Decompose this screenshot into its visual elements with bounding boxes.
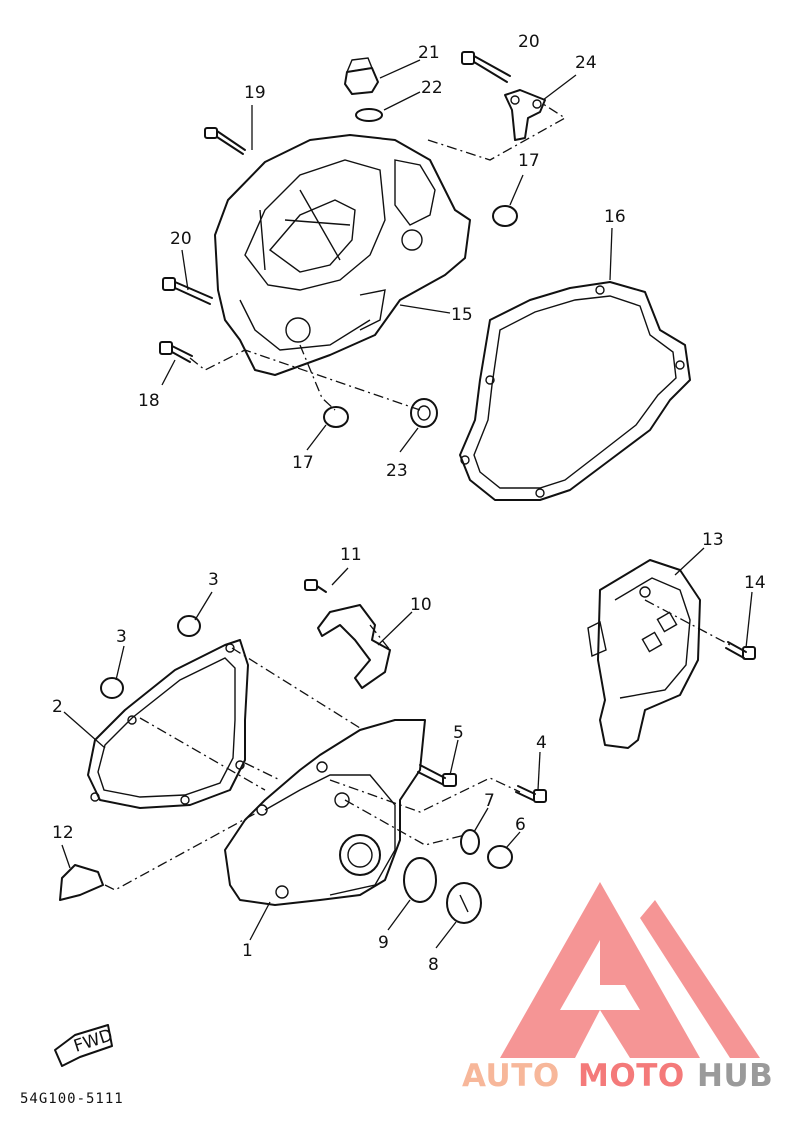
callout-23: 23 [386, 461, 408, 481]
callout-21: 21 [418, 43, 440, 63]
callout-8: 8 [428, 955, 439, 975]
callout-19: 19 [244, 83, 266, 103]
part-o-ring-9 [403, 857, 437, 903]
callout-22: 22 [421, 78, 443, 98]
part-oil-filler-plug-21 [344, 57, 379, 95]
callout-16: 16 [604, 207, 626, 227]
callout-17-lower: 17 [292, 453, 314, 473]
callout-6: 6 [515, 815, 526, 835]
leader-lines [61, 59, 753, 949]
watermark-triangle-right [640, 900, 760, 1058]
watermark-inner-g [560, 940, 640, 1010]
callout-10: 10 [410, 595, 432, 615]
callout-13: 13 [702, 530, 724, 550]
part-bolt-19 [204, 127, 246, 155]
part-dowel-3-lower [100, 677, 124, 699]
callout-3-lower: 3 [116, 627, 127, 647]
part-gasket-2 [87, 639, 249, 809]
part-dowel-3-upper [177, 615, 201, 637]
callout-4: 4 [536, 733, 547, 753]
part-bolt-11 [304, 579, 327, 593]
callout-20-left: 20 [170, 229, 192, 249]
callout-7: 7 [484, 791, 495, 811]
part-oil-seal-23 [410, 398, 438, 428]
part-o-ring-7 [460, 829, 480, 855]
part-plug-8 [446, 882, 482, 924]
callout-2: 2 [52, 697, 63, 717]
callout-labels: 21 22 20 24 19 17 16 20 15 18 17 23 11 1… [20, 32, 766, 1107]
part-plug-6 [487, 845, 513, 869]
callout-1: 1 [242, 941, 253, 961]
callout-14: 14 [744, 573, 766, 593]
part-o-ring-22 [355, 108, 383, 122]
fwd-arrow-icon: FWD [54, 1024, 115, 1067]
part-bolt-4 [515, 785, 547, 803]
part-cover-13 [587, 559, 701, 749]
part-clamp-12 [59, 864, 104, 901]
watermark-text-auto: AUTO [462, 1058, 560, 1094]
part-gasket-16 [459, 281, 691, 501]
callout-24: 24 [575, 53, 597, 73]
assembly-lines-bottom [104, 599, 731, 891]
callout-12: 12 [52, 823, 74, 843]
part-bolt-20-left [162, 277, 213, 305]
part-bolt-14 [725, 641, 756, 660]
drawing-code: 54G100-5111 [20, 1091, 124, 1107]
part-bolt-20-upper [461, 51, 511, 83]
callout-17-upper: 17 [518, 151, 540, 171]
callout-18: 18 [138, 391, 160, 411]
watermark-text: AUTO MOTO HUB [462, 1058, 773, 1094]
part-bolt-18 [159, 341, 193, 363]
watermark-text-hub: HUB [697, 1058, 773, 1094]
watermark-logo [500, 882, 760, 1058]
callout-9: 9 [378, 933, 389, 953]
callout-20-upper: 20 [518, 32, 540, 52]
part-bolt-5 [417, 764, 457, 787]
callout-11: 11 [340, 545, 362, 565]
assembly-lines-top [189, 101, 567, 411]
part-clamp-10 [317, 604, 391, 689]
part-crankcase-cover-15 [214, 134, 471, 376]
callout-5: 5 [453, 723, 464, 743]
part-dowel-17-upper [492, 205, 518, 227]
part-dowel-17-lower [323, 406, 349, 428]
watermark-text-moto: MOTO [578, 1058, 685, 1094]
callout-3-upper: 3 [208, 570, 219, 590]
part-generator-cover-1 [224, 719, 426, 906]
part-bracket-24 [504, 89, 546, 141]
callout-15: 15 [451, 305, 473, 325]
